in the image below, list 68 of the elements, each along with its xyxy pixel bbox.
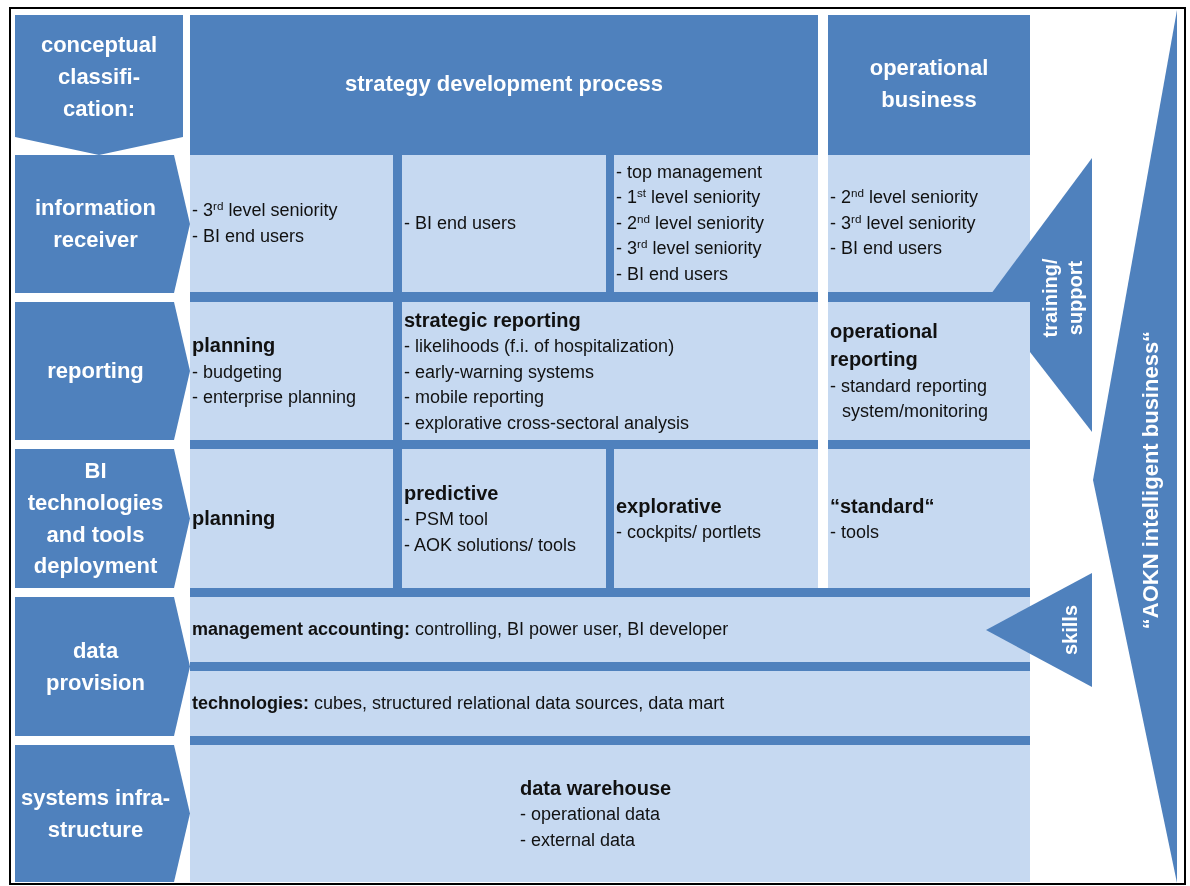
cell-heading: planning bbox=[192, 506, 276, 532]
table-cell bbox=[190, 302, 393, 440]
list-item: - cockpits/ portlets bbox=[616, 520, 762, 544]
banner-label: skills bbox=[1057, 605, 1082, 655]
list-item: - early-warning systems bbox=[404, 360, 595, 384]
cell-heading: predictive bbox=[404, 480, 499, 506]
cell-heading: explorative bbox=[616, 493, 722, 519]
table-cell bbox=[614, 155, 818, 292]
list-item: - 2$^{nd}$ level seniority bbox=[616, 210, 765, 235]
banner-label: training/ support bbox=[1038, 257, 1087, 340]
list-item: - BI end users bbox=[404, 211, 517, 235]
table-cell bbox=[402, 302, 818, 440]
row-label: conceptual classifi- cation: bbox=[39, 31, 159, 123]
triangle-banner bbox=[986, 573, 1092, 687]
column-header bbox=[190, 15, 818, 152]
table-cell bbox=[190, 449, 393, 588]
list-item: - top management bbox=[616, 160, 763, 184]
table-cell bbox=[828, 155, 1030, 292]
list-item: - 3$^{rd}$ level seniority bbox=[830, 210, 976, 235]
row-label: data provision bbox=[45, 636, 146, 697]
table-cell bbox=[190, 671, 1030, 736]
table-cell bbox=[828, 449, 1030, 588]
list-item: - BI end users bbox=[830, 237, 943, 261]
list-item: - standard reporting system/monitoring bbox=[830, 374, 990, 424]
cell-heading: “standard“ bbox=[830, 493, 935, 519]
header-label: operational business bbox=[868, 53, 990, 114]
list-item: - operational data bbox=[520, 803, 661, 827]
list-item: - AOK solutions/ tools bbox=[404, 533, 577, 557]
row-header bbox=[15, 302, 190, 440]
row-header bbox=[15, 155, 190, 293]
list-item: - external data bbox=[520, 828, 636, 852]
list-item: - BI end users bbox=[616, 262, 729, 286]
table-cell bbox=[402, 155, 606, 292]
table-cell bbox=[190, 155, 393, 292]
table-cell bbox=[614, 449, 818, 588]
list-item: - likelihoods (f.i. of hospitalization) bbox=[404, 335, 675, 359]
list-item: - mobile reporting bbox=[404, 386, 545, 410]
cell-text: technologies: cubes, structured relational data sources, data mart bbox=[192, 691, 725, 715]
table-cell bbox=[828, 302, 1030, 440]
row-label: information receiver bbox=[34, 194, 157, 254]
cell-heading: planning bbox=[192, 333, 276, 359]
row-label: BI technologies and tools deployment bbox=[26, 456, 165, 581]
list-item: - 3$^{rd}$ level seniority bbox=[192, 198, 338, 222]
header-pentagon bbox=[15, 15, 183, 155]
row-header bbox=[15, 597, 190, 736]
row-label: systems infra- structure bbox=[20, 783, 172, 844]
list-item: - explorative cross-sectoral analysis bbox=[404, 411, 690, 435]
cell-heading: operational reporting bbox=[830, 319, 939, 373]
column-header bbox=[828, 15, 1030, 152]
list-item: - PSM tool bbox=[404, 508, 489, 532]
list-item: - 2$^{nd}$ level seniority bbox=[830, 185, 979, 210]
list-item: - tools bbox=[830, 520, 881, 544]
list-item: - 1$^{st}$ level seniority bbox=[616, 185, 761, 210]
banner-label: “AOKN intelligent business“ bbox=[1137, 330, 1165, 630]
cell-heading: data warehouse bbox=[520, 775, 672, 801]
list-item: - BI end users bbox=[192, 224, 305, 248]
cell-text: management accounting: controlling, BI power user, BI developer bbox=[192, 617, 729, 641]
row-header bbox=[15, 745, 190, 882]
list-item: - 3$^{rd}$ level seniority bbox=[616, 236, 762, 261]
row-label: reporting bbox=[47, 357, 145, 386]
cell-heading: strategic reporting bbox=[404, 307, 581, 333]
table-cell bbox=[402, 449, 606, 588]
row-header bbox=[15, 449, 190, 588]
list-item: - budgeting bbox=[192, 360, 284, 384]
header-label: strategy development process bbox=[345, 69, 663, 98]
list-item: - enterprise planning bbox=[192, 386, 357, 410]
table-cell bbox=[190, 597, 1030, 662]
table-cell bbox=[190, 745, 1030, 882]
